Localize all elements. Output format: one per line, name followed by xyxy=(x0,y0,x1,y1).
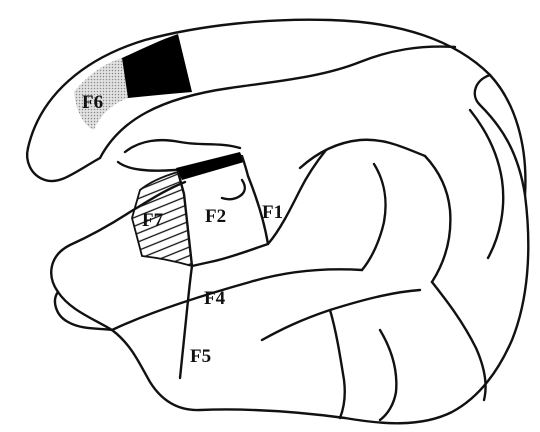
occipital-curve xyxy=(470,110,503,258)
label-F5: F5 xyxy=(190,346,211,367)
lateral-sulcus xyxy=(112,269,362,330)
label-F1: F1 xyxy=(262,202,283,223)
cingulate-lower-line xyxy=(27,148,100,181)
area-F2-dark-strip xyxy=(176,152,244,180)
precentral-line xyxy=(268,150,326,244)
temporal-sulcus xyxy=(262,290,420,340)
central-sulcus-line xyxy=(300,140,425,168)
lower-curve xyxy=(380,330,396,420)
temporal-sulcus-descending xyxy=(330,310,345,418)
label-F2: F2 xyxy=(205,206,226,227)
posterior-sulcus-2 xyxy=(432,282,486,400)
label-F6: F6 xyxy=(82,92,103,113)
superior-arcuate-upper xyxy=(125,140,240,152)
F2-inner-curve xyxy=(222,180,245,199)
label-F7: F7 xyxy=(142,210,164,231)
posterior-sulcus xyxy=(425,156,450,282)
label-F4: F4 xyxy=(204,288,226,309)
mid-temporal-curve xyxy=(362,164,386,270)
